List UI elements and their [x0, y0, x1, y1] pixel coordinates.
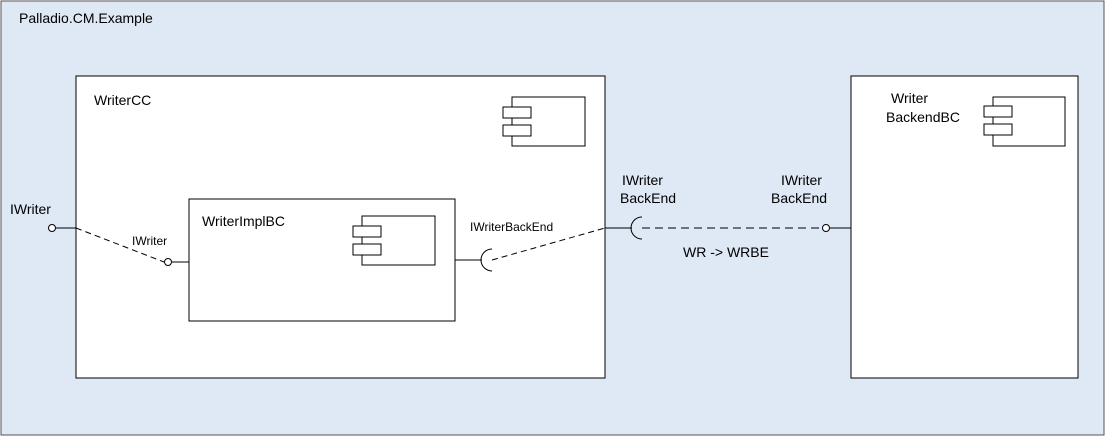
component-icon: [983, 96, 1066, 147]
component-icon: [502, 96, 586, 147]
system-provided-port-label: IWriter: [10, 201, 51, 217]
cc-required-port-label-line2: BackEnd: [620, 190, 676, 206]
provided-interface-lollipop: [48, 224, 56, 232]
delegation-connector-provided[interactable]: [75, 227, 165, 263]
backend-provided-port-label-line1: IWriter: [781, 172, 822, 188]
assembly-connector-label: WR -> WRBE: [683, 244, 769, 260]
cc-required-port-iwriterbackend[interactable]: IWriter BackEnd: [605, 172, 676, 240]
cc-required-port-label-line1: IWriter: [622, 172, 663, 188]
system-title: Palladio.CM.Example: [19, 10, 153, 26]
provided-interface-lollipop: [822, 224, 830, 232]
inner-provided-port-iwriter[interactable]: IWriter: [132, 234, 189, 266]
required-interface-socket: [480, 248, 493, 272]
backend-provided-port-label-line2: BackEnd: [771, 190, 827, 206]
required-interface-socket: [630, 216, 643, 240]
composite-component-label: WriterCC: [94, 92, 151, 108]
backend-component-label-line1: Writer: [891, 90, 928, 106]
inner-required-port-iwriterbackend[interactable]: IWriterBackEnd: [455, 220, 553, 272]
inner-provided-port-label: IWriter: [132, 234, 167, 248]
backend-provided-port-iwriterbackend[interactable]: IWriter BackEnd: [771, 172, 851, 232]
inner-required-port-label: IWriterBackEnd: [470, 220, 553, 234]
provided-interface-lollipop: [164, 258, 172, 266]
system-provided-port-iwriter[interactable]: IWriter: [10, 201, 76, 232]
basic-component-writerimplbc[interactable]: WriterImplBC: [188, 198, 456, 322]
backend-component-label-line2: BackendBC: [886, 109, 960, 125]
component-icon: [352, 215, 436, 266]
basic-component-writerbackendbc[interactable]: Writer BackendBC: [850, 75, 1079, 379]
inner-component-label: WriterImplBC: [202, 213, 285, 229]
